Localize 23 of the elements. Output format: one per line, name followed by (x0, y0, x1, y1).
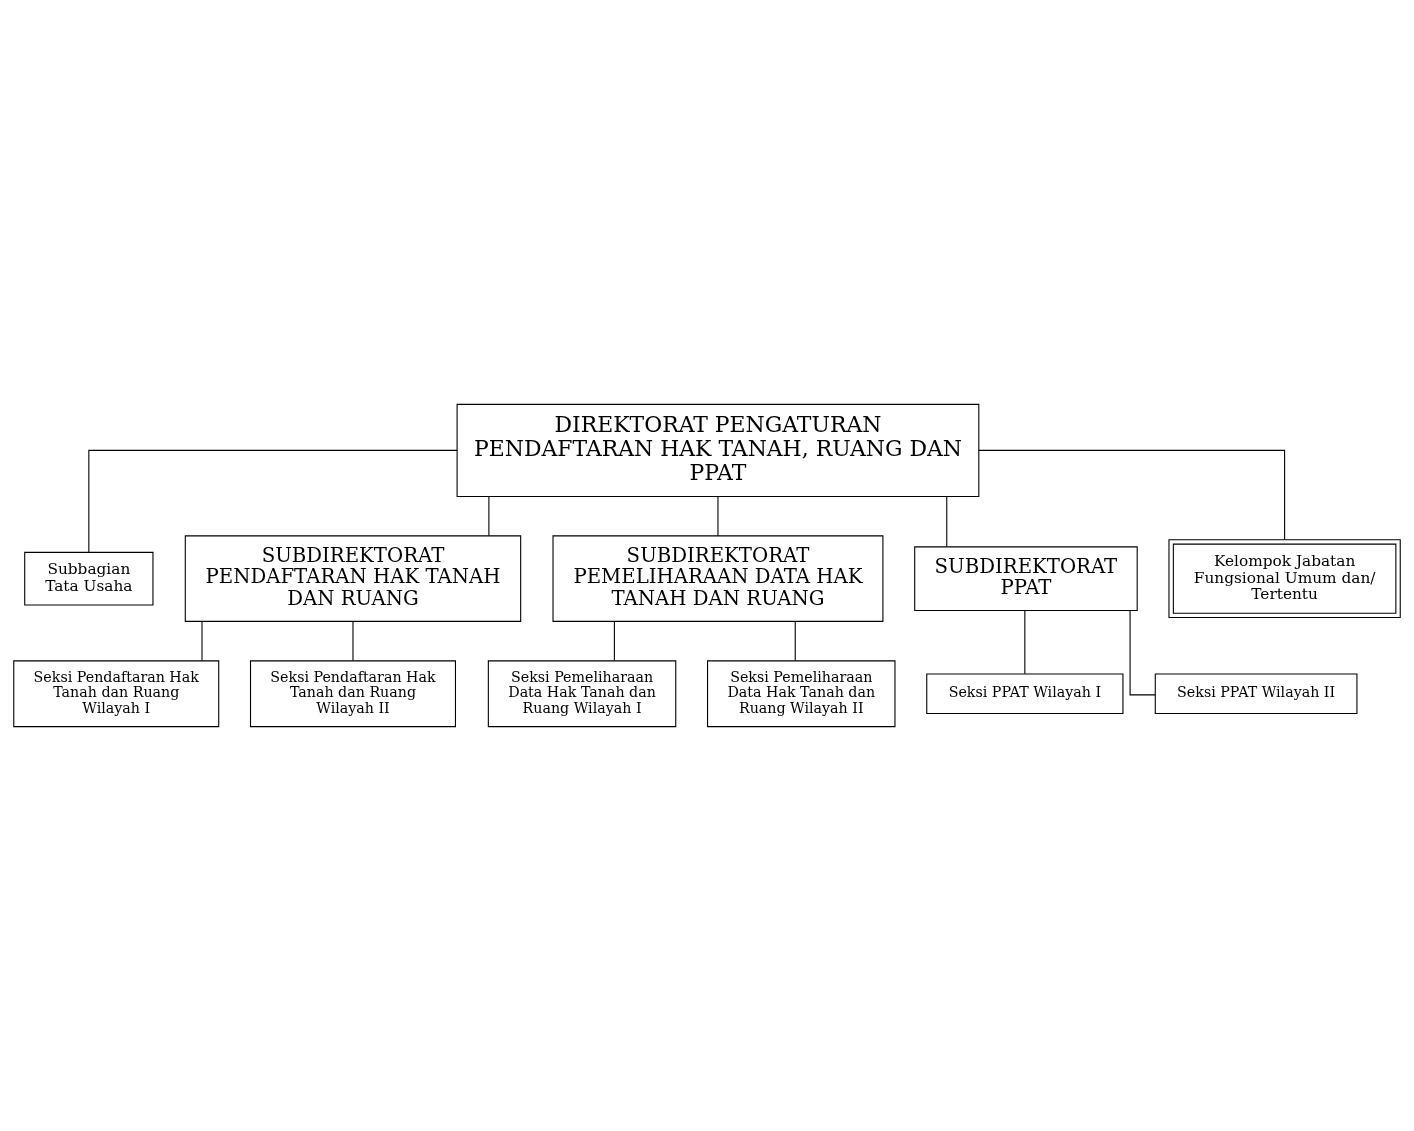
connector (88, 449, 458, 553)
node-box: Seksi Pemeliharaan Data Hak Tanah dan Ruang Wilayah I (487, 660, 677, 728)
connector (488, 496, 490, 537)
connector (978, 449, 1286, 541)
node-box: Seksi Pendaftaran Hak Tanah dan Ruang Wilayah II (249, 660, 456, 728)
connector (201, 620, 203, 662)
connector (717, 496, 719, 537)
node-box: Seksi PPAT Wilayah I (926, 673, 1124, 714)
connector (946, 496, 948, 548)
connector (352, 620, 354, 662)
node-box: DIREKTORAT PENGATURAN PENDAFTARAN HAK TANAH, RUANG DAN PPAT (456, 403, 980, 497)
connector (1024, 610, 1026, 675)
node-box: SUBDIREKTORAT PENDAFTARAN HAK TANAH DAN RUANG (184, 535, 522, 622)
node-box: SUBDIREKTORAT PEMELIHARAAN DATA HAK TANAH DAN RUANG (552, 535, 884, 622)
node-box: Seksi Pendaftaran Hak Tanah dan Ruang Wilayah I (13, 660, 220, 728)
node-box: Seksi Pemeliharaan Data Hak Tanah dan Ruang Wilayah II (707, 660, 896, 728)
connector (613, 620, 615, 662)
node-box: Subbagian Tata Usaha (24, 551, 154, 606)
connector (794, 620, 796, 662)
node-box: Seksi PPAT Wilayah II (1154, 673, 1358, 714)
node-box: SUBDIREKTORAT PPAT (914, 546, 1138, 611)
node-box: Kelompok Jabatan Fungsional Umum dan/ Tertentu (1168, 539, 1401, 619)
connector (1129, 610, 1156, 696)
